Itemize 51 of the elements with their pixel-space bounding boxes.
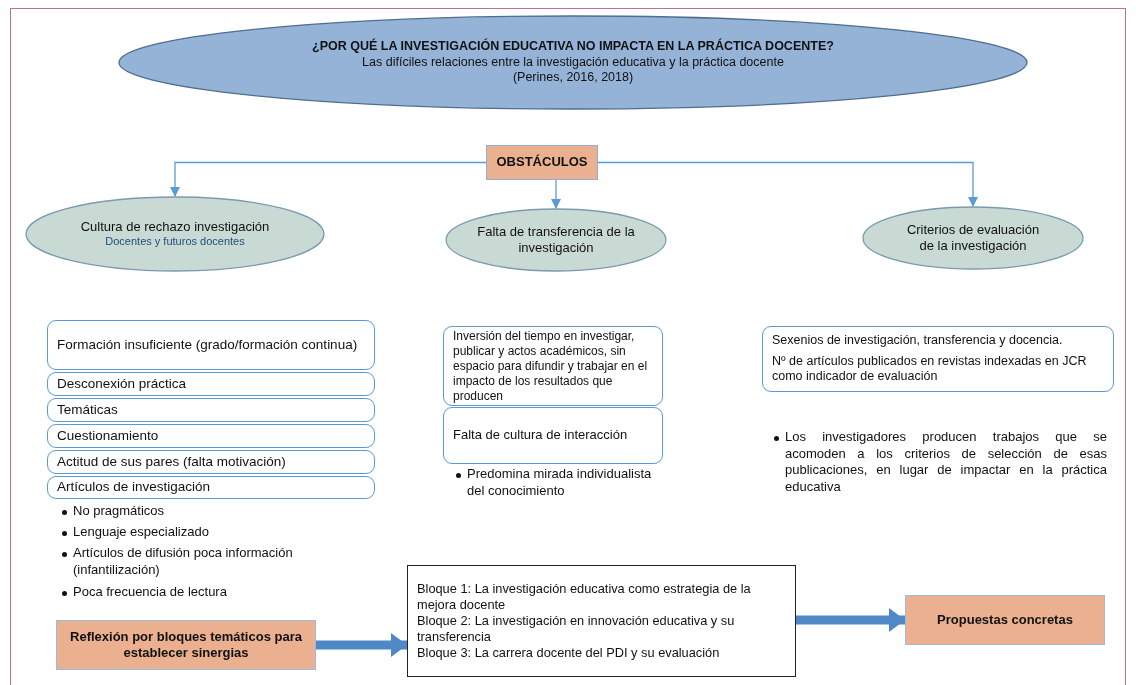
subtitle-text: Las difíciles relaciones entre la investigación educativa y la práctica docente: [362, 54, 784, 71]
factor-box: [443, 326, 663, 406]
citation-text: (Perines, 2016, 2018): [512, 70, 634, 86]
bullet-text: Artículos de difusión poca información (infantilización): [73, 545, 294, 579]
question-heading: ¿POR QUÉ LA INVESTIGACIÓN EDUCATIVA NO IMPACTA EN LA PRÁCTICA DOCENTE?: [312, 39, 834, 55]
obstacle-title: Criterios de evaluación de la investigación: [905, 221, 1041, 255]
factor-text: Desconexión práctica: [57, 375, 188, 393]
block-item: Bloque 3: La carrera docente del PDI y su evaluación: [417, 644, 721, 661]
title-ellipse: [118, 15, 1028, 110]
factor-box: [47, 320, 375, 370]
block-item: Bloque 1: La investigación educativa como estrategia de la mejora docente: [417, 581, 752, 613]
factor-box: [47, 450, 375, 474]
bullet-text: Los investigadores producen trabajos que se acomoden a los criterios de selección de esas publicaciones, en lugar de impactar en la práctica educativa: [785, 429, 1107, 496]
connector-arrow: [170, 161, 487, 197]
obstacle-subtitle: Docentes y futuros docentes: [105, 235, 245, 249]
factor-text: Nº de artículos publicados en revistas indexadas en JCR como indicador de evaluación: [772, 353, 1088, 385]
factor-text: Cuestionamiento: [57, 427, 160, 445]
obstacle-ellipse: [445, 208, 667, 272]
connector-arrow: [551, 179, 561, 209]
factor-text: Falta de cultura de interacción: [453, 427, 629, 444]
factor-box: [443, 407, 663, 464]
result-box: [905, 595, 1105, 645]
blocks-box: [407, 565, 796, 677]
factor-text: Artículos de investigación: [57, 479, 212, 496]
factor-box: [762, 326, 1114, 392]
result-title: Propuestas concretas: [937, 611, 1073, 629]
obstacle-title: Falta de transferencia de la investigación: [476, 223, 636, 257]
obstacle-ellipse: [25, 196, 325, 272]
factor-text: Formación insuficiente (grado/formación continua): [57, 336, 359, 354]
block-item: Bloque 2: La investigación en innovación educativa y su transferencia: [417, 613, 736, 645]
bullet-text: No pragmáticos: [73, 503, 166, 520]
factor-box: [47, 398, 375, 422]
block-arrow: [796, 608, 905, 632]
factor-box: [47, 372, 375, 396]
block-arrow: [316, 633, 407, 657]
bullet-text: Predomina mirada individualista del conocimiento: [467, 466, 653, 500]
factor-text: Actitud de sus pares (falta motivación): [57, 453, 287, 471]
obstacle-ellipse: [862, 206, 1084, 270]
factor-text: Inversión del tiempo en investigar, publicar y actos académicos, sin espacio para difundir y trabajar en el impacto de los resultados que producen: [453, 328, 649, 404]
category-title: OBSTÁCULOS: [496, 154, 588, 171]
bullet-text: Lenguaje especializado: [73, 524, 210, 541]
bullet-text: Poca frecuencia de lectura: [73, 584, 228, 601]
action-box: [56, 620, 316, 670]
category-box: [486, 145, 598, 180]
factor-text: Temáticas: [57, 401, 119, 419]
factor-box: [47, 424, 375, 448]
action-title: Reflexión por bloques temáticos para establecer sinergias: [69, 628, 303, 662]
connector-arrow: [597, 161, 978, 207]
obstacle-title: Cultura de rechazo investigación: [80, 219, 270, 236]
factor-text: Sexenios de investigación, transferencia y docencia.: [772, 333, 1064, 349]
factor-box: [47, 476, 375, 499]
